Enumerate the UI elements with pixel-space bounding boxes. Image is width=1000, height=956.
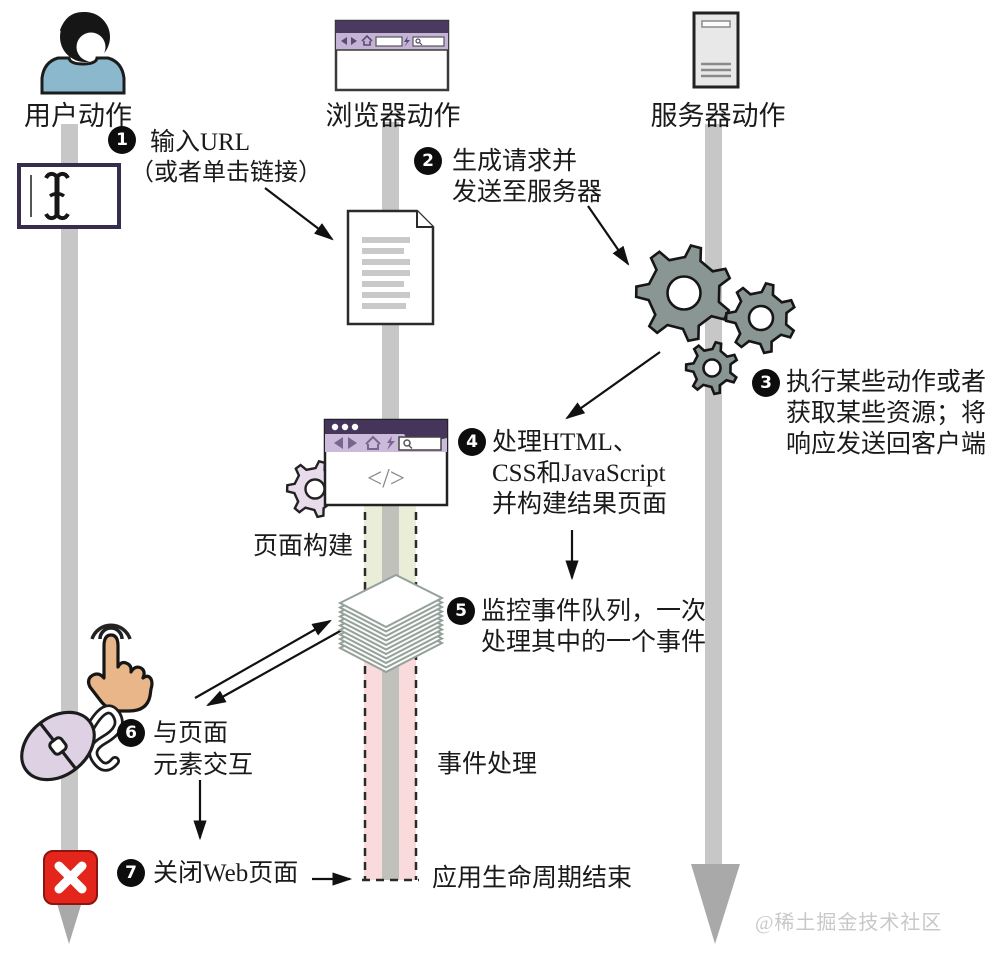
step5-bullet: 5 <box>447 597 475 625</box>
step5-line2: 处理其中的一个事件 <box>481 629 707 656</box>
step7-bullet: 7 <box>117 859 145 887</box>
step1-line1: 输入URL <box>150 129 251 156</box>
step6-line1: 与页面 <box>153 720 229 747</box>
step4-line1: 处理HTML、 <box>492 429 638 456</box>
user-icon <box>40 12 126 95</box>
server-gears-icon <box>634 243 796 396</box>
step6-bullet: 6 <box>117 719 145 747</box>
document-icon <box>346 209 435 326</box>
text-input-icon <box>17 163 121 229</box>
step4-line2: CSS和JavaScript <box>492 460 666 487</box>
browser-window-icon <box>334 19 450 92</box>
code-glyph: </> <box>367 463 405 493</box>
step1-line2: （或者单击链接） <box>130 160 322 186</box>
step1-bullet: 1 <box>108 126 136 154</box>
step4-line3: 并构建结果页面 <box>492 491 668 518</box>
step2-line2: 发送至服务器 <box>452 179 603 206</box>
server-icon <box>692 11 740 89</box>
step3-line2: 获取某些资源；将 <box>786 400 987 427</box>
event-handling-label: 事件处理 <box>437 751 538 778</box>
user-column-label: 用户动作 <box>24 101 132 131</box>
server-column-label: 服务器动作 <box>650 101 786 131</box>
touch-hand-icon <box>86 623 154 713</box>
step3-bullet: 3 <box>752 369 780 397</box>
flow-arrows <box>193 187 661 886</box>
step5-line1: 监控事件队列，一次 <box>481 598 707 625</box>
step2-bullet: 2 <box>414 147 442 175</box>
user-timeline <box>46 124 93 944</box>
mini-browser-icon: </> <box>323 418 449 507</box>
step2-line1: 生成请求并 <box>452 148 578 175</box>
arrow-gears-to-step4 <box>565 351 661 420</box>
arrow-interact-up <box>194 619 332 699</box>
region-dashed-border <box>362 498 419 882</box>
close-page-icon <box>43 850 98 905</box>
ibeam-cursor-icon <box>44 171 70 221</box>
step3-line1: 执行某些动作或者 <box>786 369 987 396</box>
browser-column-label: 浏览器动作 <box>325 101 461 131</box>
lifecycle-end-label: 应用生命周期结束 <box>432 865 633 892</box>
event-queue-stack-icon <box>337 573 445 674</box>
arrow-step1-to-document <box>264 187 334 241</box>
page-build-label: 页面构建 <box>253 533 354 560</box>
step4-bullet: 4 <box>458 428 486 456</box>
step7-line1: 关闭Web页面 <box>153 860 299 887</box>
arrow-step2-to-gears <box>587 205 630 266</box>
step3-line3: 响应发送回客户端 <box>786 431 987 458</box>
browser-timeline-in-region <box>382 500 399 880</box>
step6-line2: 元素交互 <box>153 752 254 779</box>
mouse-icon <box>20 704 124 782</box>
watermark: @稀土掘金技术社区 <box>755 912 943 934</box>
arrow-interact-down <box>206 629 343 707</box>
